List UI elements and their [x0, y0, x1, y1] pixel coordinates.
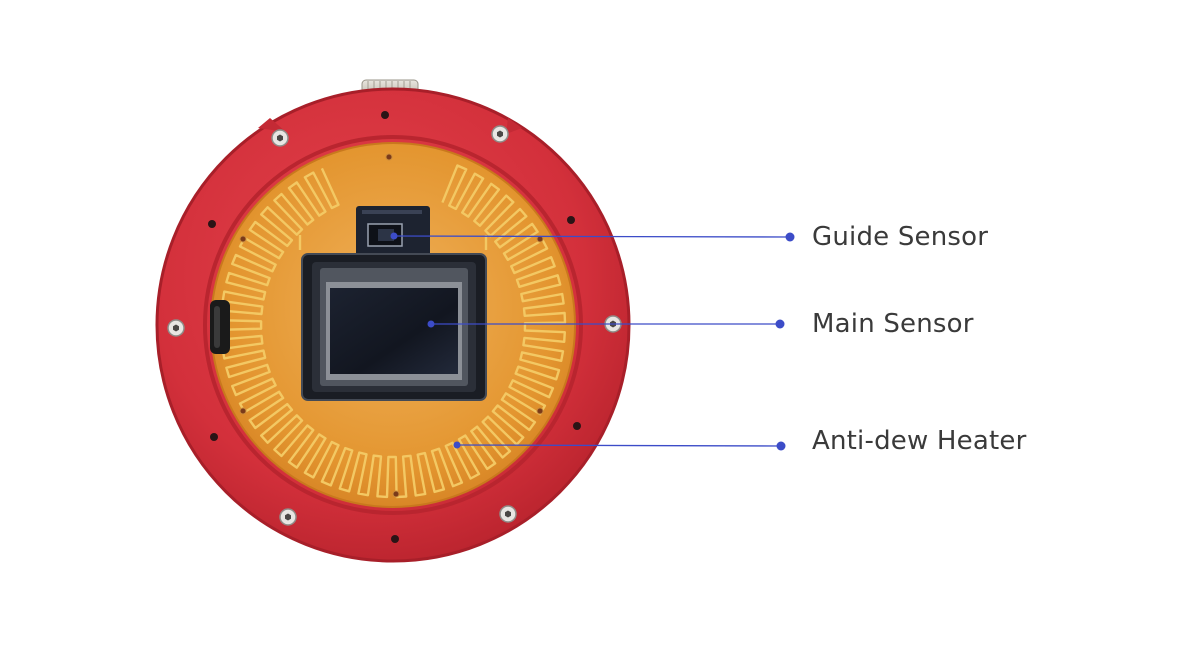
mount-pin — [536, 407, 544, 415]
guide-sensor-dot-start — [390, 232, 398, 240]
guide-sensor-board — [356, 206, 430, 258]
main-sensor-dot-start — [427, 320, 435, 328]
hex-screw — [271, 129, 289, 147]
heater-dot-end — [776, 441, 786, 451]
mount-pin — [239, 407, 247, 415]
screw-hole — [573, 422, 581, 430]
heater-leader — [456, 444, 782, 447]
guide-sensor-label: Guide Sensor — [812, 222, 989, 252]
main-sensor-label: Main Sensor — [812, 309, 974, 339]
guide-sensor-dot-end — [785, 232, 795, 242]
heater-trace-inner — [298, 235, 488, 250]
heater-dot-start — [453, 441, 461, 449]
anti-dew-heater-label: Anti-dew Heater — [812, 426, 1027, 456]
heater-trace-path — [219, 164, 567, 499]
heater-trace — [219, 164, 567, 499]
callout-lines — [390, 232, 795, 451]
mount-screws — [167, 111, 622, 543]
main-sensor-dot-end — [775, 319, 785, 329]
screw-hole — [210, 433, 218, 441]
screw-hole — [381, 111, 389, 119]
main-sensor-housing — [301, 253, 487, 401]
mount-pin — [392, 490, 400, 498]
screw-hole — [391, 535, 399, 543]
side-slot — [210, 300, 230, 354]
screw-hole — [208, 220, 216, 228]
guide-sensor-leader — [393, 235, 791, 238]
mount-pin — [239, 235, 247, 243]
main-sensor-chip — [330, 288, 458, 374]
hex-screw — [279, 508, 297, 526]
hex-screw — [499, 505, 517, 523]
screw-hole — [567, 216, 575, 224]
mount-pin — [385, 153, 393, 161]
hex-screw — [491, 125, 509, 143]
hex-screw — [167, 319, 185, 337]
